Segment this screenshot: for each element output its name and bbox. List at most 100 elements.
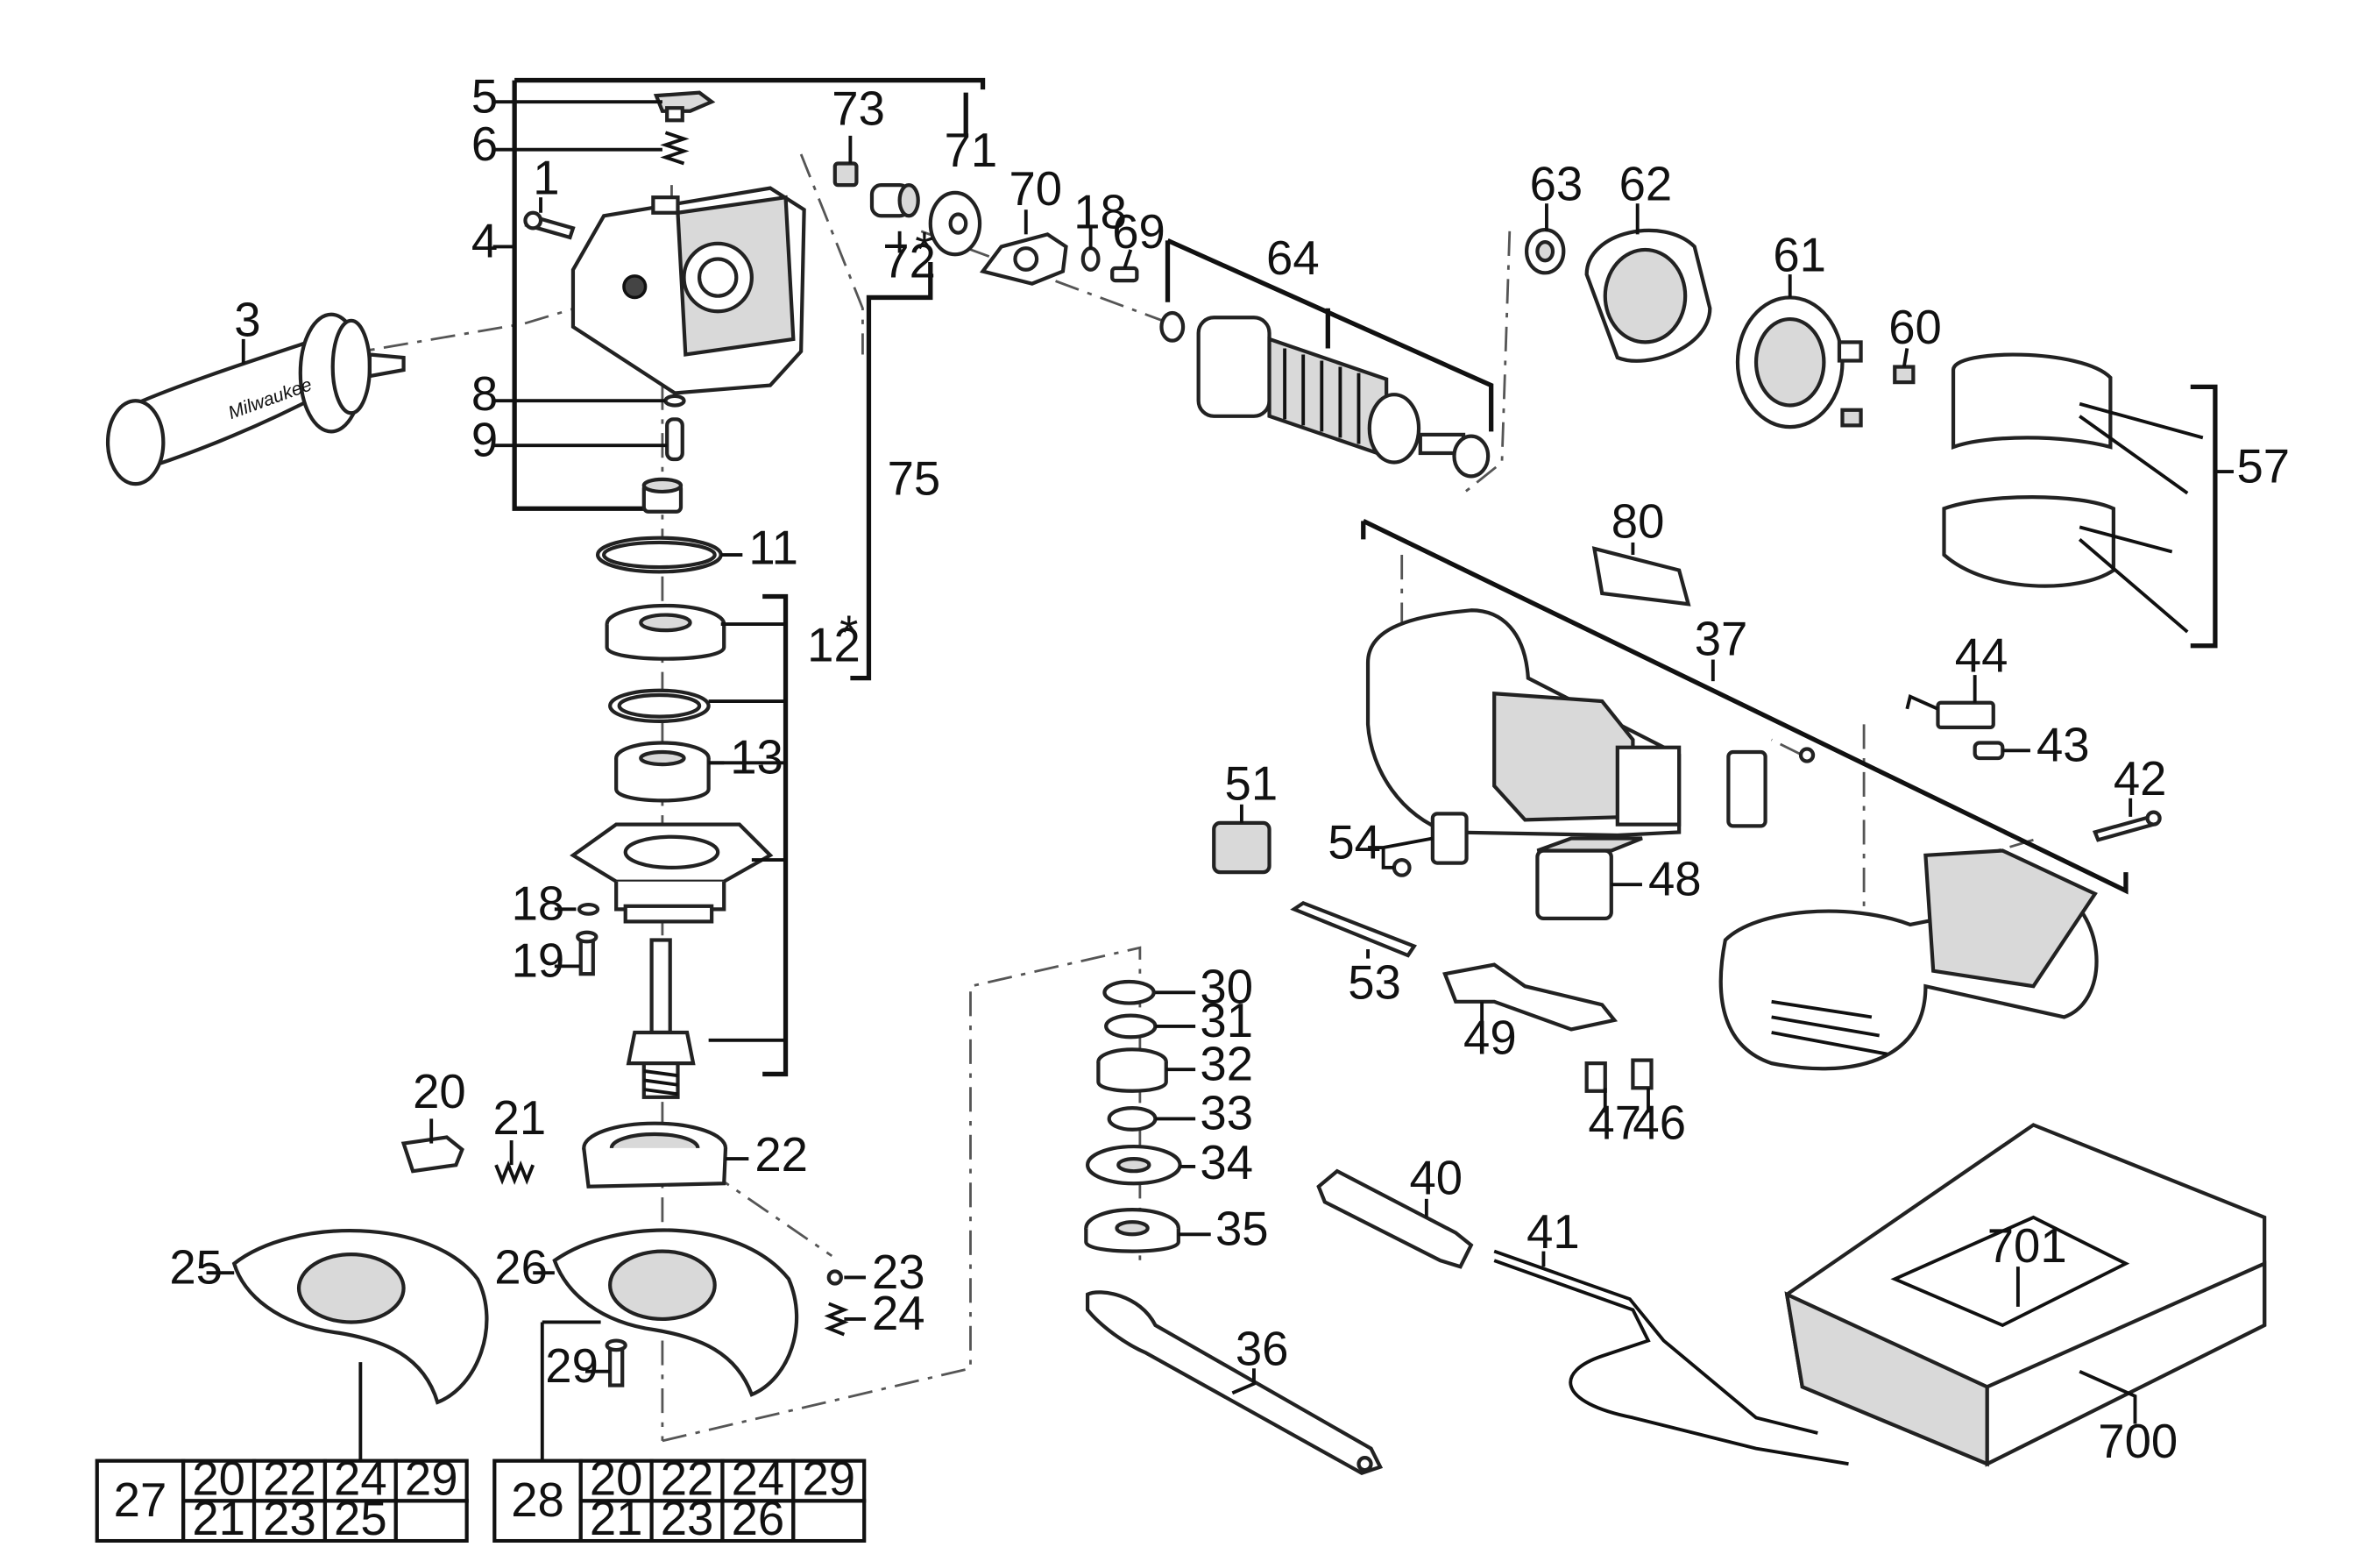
bracket-top <box>512 77 986 511</box>
callout-labels: 5 6 1 4 3 8 9 11 12 * 13 18 19 20 21 22 … <box>169 69 2290 1468</box>
kit-28-number: 28 <box>511 1473 564 1527</box>
flange-34 <box>1085 1144 1182 1186</box>
switch-slider-51 <box>1212 820 1271 875</box>
callout-44: 44 <box>1955 629 2008 683</box>
motor-housing-37 <box>1361 518 2129 895</box>
kit-27-cell: 20 <box>192 1451 245 1505</box>
leader-lines <box>206 100 2137 1461</box>
callout-25: 25 <box>169 1241 223 1295</box>
callout-48: 48 <box>1648 853 1702 906</box>
armature-64 <box>1159 238 1494 479</box>
callout-70: 70 <box>1009 162 1062 216</box>
cord-41 <box>1493 1249 1849 1466</box>
bearing-13 <box>614 741 711 803</box>
suppressor-43 <box>1973 741 2005 761</box>
paddle-49 <box>1442 962 1619 1032</box>
callout-22: 22 <box>754 1128 808 1182</box>
callout-40: 40 <box>1410 1152 1463 1205</box>
callout-6: 6 <box>471 117 498 171</box>
callout-24: 24 <box>872 1287 925 1340</box>
lock-button-5 <box>653 90 716 123</box>
fan-baffle-62 <box>1584 228 1712 363</box>
callout-8: 8 <box>471 367 498 421</box>
washer-71 <box>928 190 982 257</box>
kit-28-cell: 26 <box>732 1492 785 1543</box>
lever-20 <box>400 1135 464 1174</box>
contact-46 <box>1631 1058 1654 1090</box>
callout-47: 47 <box>1588 1096 1641 1149</box>
callout-21: 21 <box>493 1091 547 1145</box>
callout-26: 26 <box>494 1241 548 1295</box>
callout-63: 63 <box>1530 158 1583 211</box>
callout-700: 700 <box>2098 1415 2178 1468</box>
callout-701: 701 <box>1987 1219 2067 1273</box>
callout-30: 30 <box>1200 961 1253 1014</box>
callout-73: 73 <box>832 82 885 136</box>
callout-42: 42 <box>2114 752 2167 805</box>
callout-35: 35 <box>1215 1203 1269 1256</box>
kit-28-cell: 24 <box>732 1451 785 1505</box>
guard-collar-22 <box>582 1121 728 1189</box>
callout-53: 53 <box>1348 955 1401 1009</box>
switch-rod-53 <box>1290 900 1417 958</box>
gear-housing <box>570 186 806 395</box>
bearing-72 <box>869 182 920 218</box>
callout-75: 75 <box>888 451 941 505</box>
label-80 <box>1591 546 1691 607</box>
kit-28-cell: 22 <box>661 1451 714 1505</box>
callout-71: 71 <box>945 124 998 177</box>
spring-21 <box>494 1160 535 1185</box>
callout-20: 20 <box>413 1065 466 1118</box>
nut-35 <box>1084 1208 1180 1253</box>
callout-32: 32 <box>1200 1037 1253 1090</box>
callout-61: 61 <box>1773 229 1826 282</box>
screw-29 <box>605 1338 627 1387</box>
callout-37: 37 <box>1695 612 1748 665</box>
callout-18a: 18 <box>512 877 565 931</box>
bearing-small <box>641 477 684 514</box>
kit-27-cell: 24 <box>334 1451 387 1505</box>
callout-57: 57 <box>2237 439 2291 493</box>
callout-9: 9 <box>471 414 498 467</box>
screw-1 <box>523 210 576 240</box>
callout-41: 41 <box>1526 1205 1580 1259</box>
callout-5: 5 <box>471 69 498 123</box>
callout-19: 19 <box>512 934 565 988</box>
callout-49: 49 <box>1463 1011 1517 1065</box>
spindle <box>626 938 696 1099</box>
kit-table-27: 27 20 22 24 29 21 23 25 <box>95 1451 469 1545</box>
carry-case-700 <box>1784 1123 2267 1467</box>
side-handle: Milwaukee <box>105 312 406 486</box>
callout-54: 54 <box>1328 815 1381 869</box>
guard-25 <box>231 1228 489 1405</box>
o-ring-11 <box>595 536 723 574</box>
callout-60: 60 <box>1888 301 1942 354</box>
callout-33: 33 <box>1200 1087 1253 1140</box>
kit-27-number: 27 <box>114 1473 167 1527</box>
callout-62: 62 <box>1619 158 1673 211</box>
washer-18 <box>577 902 600 916</box>
ring-8 <box>663 394 686 408</box>
callout-23: 23 <box>872 1245 925 1299</box>
callout-29: 29 <box>545 1339 599 1393</box>
kit-table-28: 28 20 22 24 29 21 23 26 <box>492 1451 867 1545</box>
screw-42 <box>2092 810 2162 842</box>
bracket-75 <box>850 262 933 681</box>
callout-1: 1 <box>533 152 559 205</box>
spring-24 <box>824 1302 849 1337</box>
callout-69: 69 <box>1112 205 1165 259</box>
bearing-flange <box>605 603 726 661</box>
callout-72-star: * <box>915 223 933 276</box>
callout-51: 51 <box>1225 757 1279 811</box>
callout-72: 72 <box>882 235 936 288</box>
callout-12-star: * <box>839 606 858 659</box>
washer-31 <box>1104 1013 1158 1040</box>
bracket-12 <box>708 593 789 1077</box>
callout-36: 36 <box>1236 1323 1289 1376</box>
switch-48 <box>1535 836 1643 920</box>
kit-28-cell: 23 <box>661 1492 714 1543</box>
brush-holder-61 <box>1735 295 1863 429</box>
screw-69 <box>1110 266 1139 283</box>
callout-11: 11 <box>748 522 798 575</box>
gear-plate <box>570 822 774 924</box>
